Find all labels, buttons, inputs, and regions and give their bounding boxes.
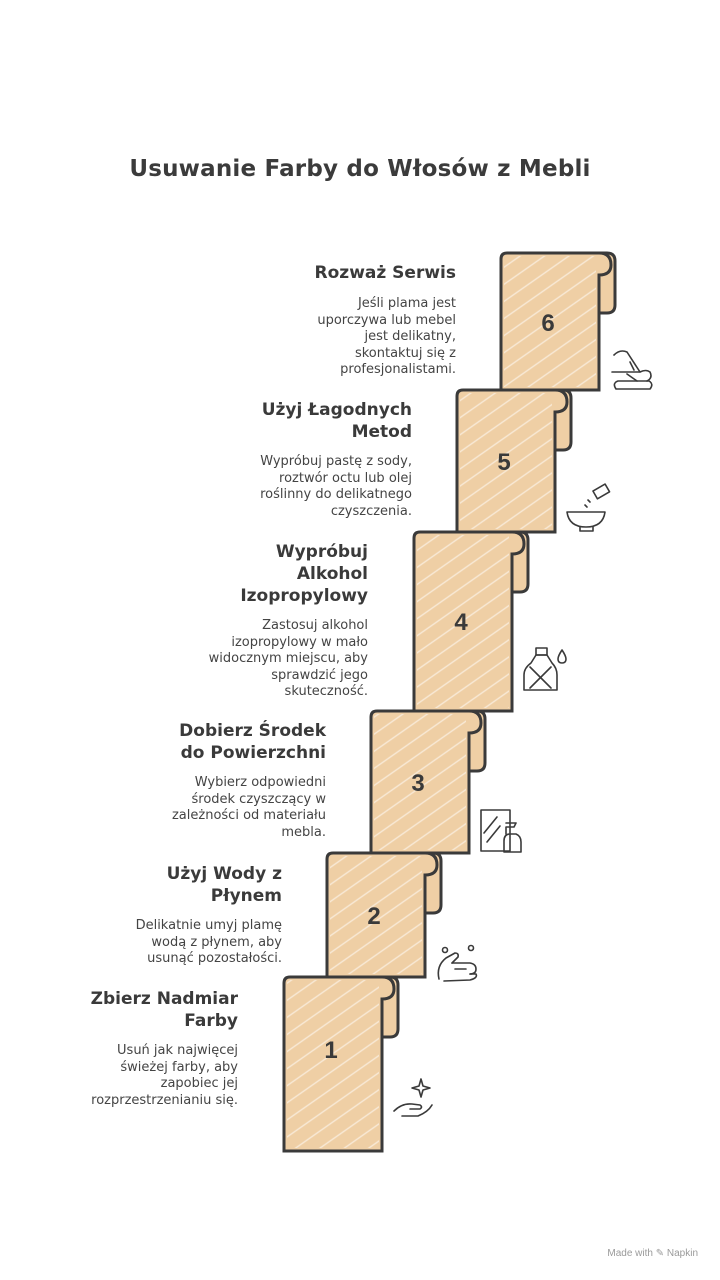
step-5-title: Użyj Łagodnych Metod [261, 400, 412, 442]
step-1-scroll: 1 [282, 975, 400, 1153]
step-4-description: Zastosuj alkohol izopropylowy w mało wid… [208, 618, 368, 699]
step-2-number: 2 [367, 903, 380, 930]
step-5-number: 5 [497, 449, 510, 476]
step-6-scroll: 6 [499, 251, 617, 392]
step-2-title: Użyj Wody z Płynem [166, 864, 282, 906]
step-4-title: Wypróbuj Alkohol Izopropylowy [240, 542, 368, 606]
step-3-description: Wybierz odpowiedni środek czyszczący w z… [171, 775, 326, 840]
step-3-number: 3 [411, 770, 424, 797]
step-4-scroll: 4 [412, 530, 530, 713]
step-3-scroll: 3 [369, 709, 487, 855]
step-6-title: Rozważ Serwis [314, 263, 456, 283]
step-3-title: Dobierz Środek do Powierzchni [179, 721, 326, 763]
spray-window-icon [480, 809, 522, 853]
step-6-number: 6 [541, 310, 554, 337]
page-title: Usuwanie Farby do Włosów z Mebli [129, 156, 591, 182]
step-1-description: Usuń jak najwięcej świeżej farby, aby za… [91, 1043, 238, 1108]
step-1-number: 1 [324, 1037, 337, 1064]
alcohol-bottle-icon [523, 647, 567, 691]
step-6-description: Jeśli plama jest uporczywa lub mebel jes… [317, 296, 456, 377]
bowl-shaker-icon [566, 483, 611, 532]
step-2-scroll: 2 [325, 851, 443, 979]
step-2-description: Delikatnie umyj plamę wodą z płynem, aby… [135, 918, 282, 966]
step-4-number: 4 [454, 609, 468, 636]
hand-sparkle-icon [393, 1078, 433, 1117]
soapy-hands-icon [437, 944, 478, 982]
step-5-scroll: 5 [455, 388, 573, 534]
step-1-title: Zbierz Nadmiar Farby [90, 989, 238, 1031]
napkin-footer: Made with ✎ Napkin [607, 1248, 698, 1259]
cleaning-service-icon [611, 350, 653, 390]
step-5-description: Wypróbuj pastę z sody, roztwór octu lub … [260, 454, 412, 519]
